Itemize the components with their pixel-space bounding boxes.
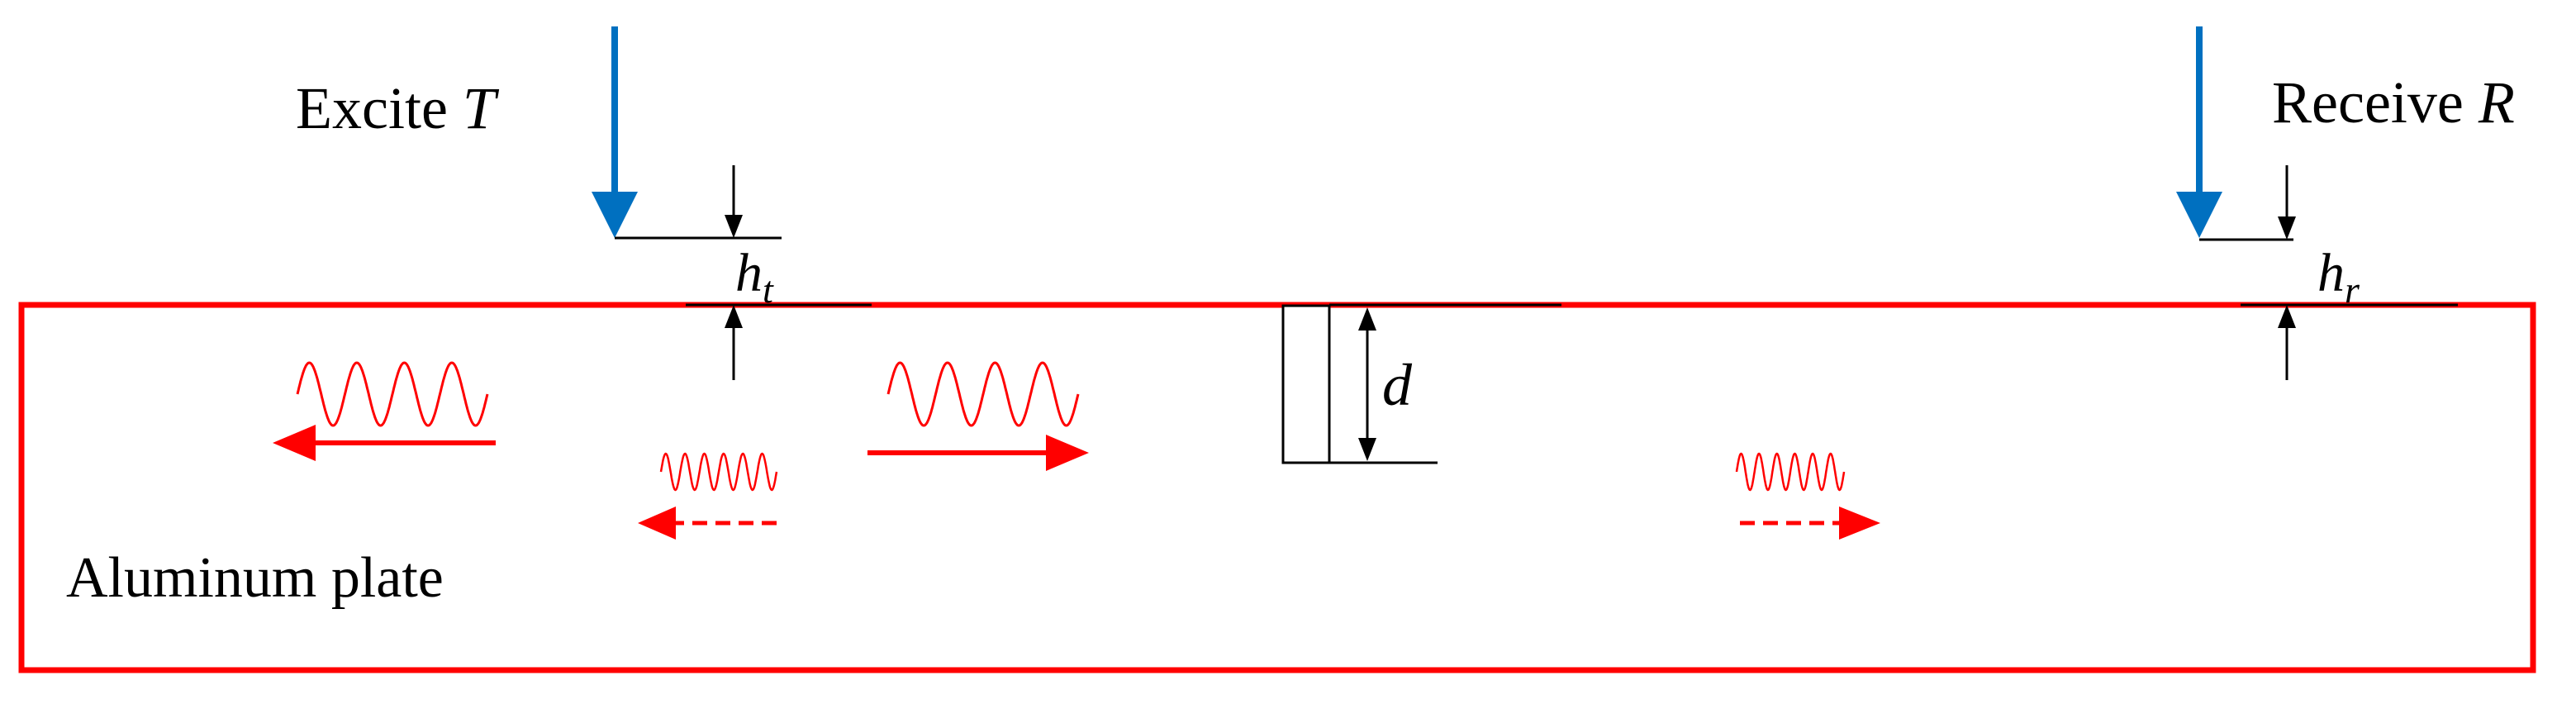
reflected-wave-packet <box>659 452 778 492</box>
excite-label: Excite T <box>296 75 500 141</box>
aluminum-plate <box>18 302 2536 673</box>
depth-dimension <box>1358 307 1376 461</box>
hr-dimension <box>2199 165 2458 380</box>
incident-wave-packet <box>886 361 1080 427</box>
receive-arrow-icon <box>2176 26 2222 238</box>
ht-label: ht <box>735 243 774 311</box>
excite-arrow-icon <box>592 26 638 238</box>
defect-notch <box>1281 303 1561 464</box>
transmitted-arrow-icon <box>1740 507 1880 540</box>
left-arrow-icon <box>273 425 496 461</box>
hr-label: hr <box>2317 243 2360 311</box>
reflected-arrow-icon <box>638 507 777 540</box>
receive-label: Receive R <box>2272 69 2515 136</box>
ht-dimension <box>615 165 872 380</box>
wave-group <box>273 361 1880 540</box>
left-wave-packet <box>296 361 489 427</box>
incident-arrow-icon <box>867 435 1089 471</box>
plate-label: Aluminum plate <box>66 546 444 610</box>
transmitted-wave-packet <box>1735 452 1846 492</box>
depth-label: d <box>1382 352 1413 418</box>
